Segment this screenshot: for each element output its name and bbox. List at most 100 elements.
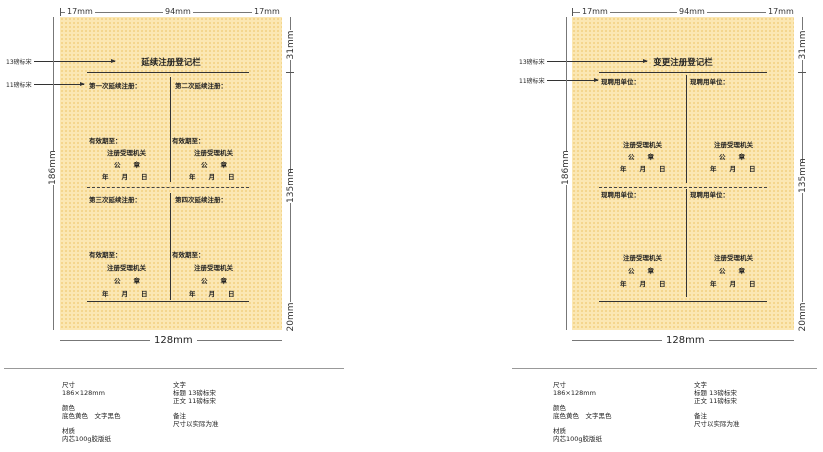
dim-left-margin: 17mm <box>580 7 610 16</box>
dim-width: 128mm <box>150 335 197 346</box>
body-font-note: 11磅标宋 <box>6 82 32 89</box>
size-value: 186×128mm <box>553 389 596 397</box>
registration-office-label: 注册受理机关 <box>623 141 662 149</box>
dim-bottom: 20mm <box>286 302 296 332</box>
registration-office-label: 注册受理机关 <box>714 141 753 149</box>
registration-office-label: 注册受理机关 <box>623 254 662 262</box>
color-heading: 颜色 <box>62 404 75 412</box>
date-label: 年 月 日 <box>189 173 235 181</box>
dim-top: 31mm <box>286 30 296 60</box>
dim-tick <box>798 72 806 73</box>
text-heading: 文字 <box>173 381 186 389</box>
text-title-font: 标题 13磅标宋 <box>173 389 216 397</box>
valid-until-label: 有效期至： <box>172 137 205 145</box>
dim-right-margin: 17mm <box>766 7 796 16</box>
separator-line <box>4 368 344 369</box>
seal-label: 公 章 <box>628 267 654 275</box>
color-value: 底色黄色 文字黑色 <box>62 412 121 420</box>
seal-label: 公 章 <box>114 161 140 169</box>
column-divider <box>686 189 687 297</box>
column-divider <box>170 193 171 300</box>
date-label: 年 月 日 <box>620 165 666 173</box>
date-label: 年 月 日 <box>189 290 235 298</box>
valid-until-label: 有效期至： <box>89 251 122 259</box>
separator-line <box>512 368 817 369</box>
renewal-2-label: 第二次延续注册： <box>175 82 227 90</box>
page-left: 延续注册登记栏 第一次延续注册： 第二次延续注册： 有效期至： 注册受理机关 公… <box>60 17 282 330</box>
pointer-arrow <box>34 59 116 63</box>
dim-left-margin: 17mm <box>65 7 95 16</box>
text-heading: 文字 <box>694 381 707 389</box>
remark-heading: 备注 <box>694 412 707 420</box>
registration-office-label: 注册受理机关 <box>107 149 146 157</box>
page-title: 延续注册登记栏 <box>141 58 201 68</box>
dim-width: 128mm <box>662 335 709 346</box>
registration-office-label: 注册受理机关 <box>194 149 233 157</box>
seal-label: 公 章 <box>114 277 140 285</box>
employer-label: 现聘用单位： <box>690 191 729 199</box>
body-font-note: 11磅标宋 <box>519 78 545 85</box>
color-heading: 颜色 <box>553 404 566 412</box>
dim-tick <box>60 8 61 16</box>
remark-value: 尺寸以实际为准 <box>173 420 219 428</box>
renewal-3-label: 第三次延续注册： <box>89 196 141 204</box>
material-value: 内芯100g胶版纸 <box>62 435 112 443</box>
dim-height: 186mm <box>561 150 571 185</box>
registration-office-label: 注册受理机关 <box>194 264 233 272</box>
pointer-arrow <box>547 59 648 63</box>
size-heading: 尺寸 <box>553 381 566 389</box>
page-title: 变更注册登记栏 <box>653 58 713 68</box>
valid-until-label: 有效期至： <box>172 251 205 259</box>
material-heading: 材质 <box>553 427 566 435</box>
date-label: 年 月 日 <box>710 280 756 288</box>
section-divider <box>87 187 249 188</box>
remark-value: 尺寸以实际为准 <box>694 420 740 428</box>
title-font-note: 13磅标宋 <box>6 59 32 66</box>
renewal-4-label: 第四次延续注册： <box>175 196 227 204</box>
dim-height: 186mm <box>48 150 58 185</box>
date-label: 年 月 日 <box>620 280 666 288</box>
registration-office-label: 注册受理机关 <box>714 254 753 262</box>
renewal-1-label: 第一次延续注册： <box>89 82 141 90</box>
text-body-font: 正文 11磅标宋 <box>173 397 216 405</box>
seal-label: 公 章 <box>201 277 227 285</box>
pointer-arrow <box>547 78 599 82</box>
seal-label: 公 章 <box>628 153 654 161</box>
employer-label: 现聘用单位： <box>601 78 640 86</box>
valid-until-label: 有效期至： <box>89 137 122 145</box>
pointer-arrow <box>34 82 85 86</box>
material-heading: 材质 <box>62 427 75 435</box>
date-label: 年 月 日 <box>102 173 148 181</box>
section-divider <box>599 187 767 188</box>
date-label: 年 月 日 <box>710 165 756 173</box>
dim-right-margin: 17mm <box>252 7 282 16</box>
bottom-line <box>87 301 249 302</box>
size-value: 186×128mm <box>62 389 105 397</box>
title-underline <box>599 72 767 73</box>
seal-label: 公 章 <box>719 153 745 161</box>
column-divider <box>686 75 687 183</box>
bottom-line <box>599 301 767 302</box>
size-heading: 尺寸 <box>62 381 75 389</box>
seal-label: 公 章 <box>719 267 745 275</box>
dim-body: 135mm <box>798 158 808 193</box>
seal-label: 公 章 <box>201 161 227 169</box>
dim-top: 31mm <box>798 30 808 60</box>
color-value: 底色黄色 文字黑色 <box>553 412 612 420</box>
title-underline <box>87 72 249 73</box>
registration-office-label: 注册受理机关 <box>107 264 146 272</box>
dim-tick <box>572 8 573 16</box>
page-right: 变更注册登记栏 现聘用单位： 现聘用单位： 注册受理机关 公 章 年 月 日 注… <box>572 17 794 330</box>
remark-heading: 备注 <box>173 412 186 420</box>
text-body-font: 正文 11磅标宋 <box>694 397 737 405</box>
dim-bottom: 20mm <box>798 302 808 332</box>
date-label: 年 月 日 <box>102 290 148 298</box>
title-font-note: 13磅标宋 <box>519 59 545 66</box>
employer-label: 现聘用单位： <box>601 191 640 199</box>
material-value: 内芯100g胶版纸 <box>553 435 603 443</box>
employer-label: 现聘用单位： <box>690 78 729 86</box>
dim-tick <box>286 72 294 73</box>
text-title-font: 标题 13磅标宋 <box>694 389 737 397</box>
column-divider <box>170 77 171 182</box>
dim-middle-width: 94mm <box>677 7 707 16</box>
